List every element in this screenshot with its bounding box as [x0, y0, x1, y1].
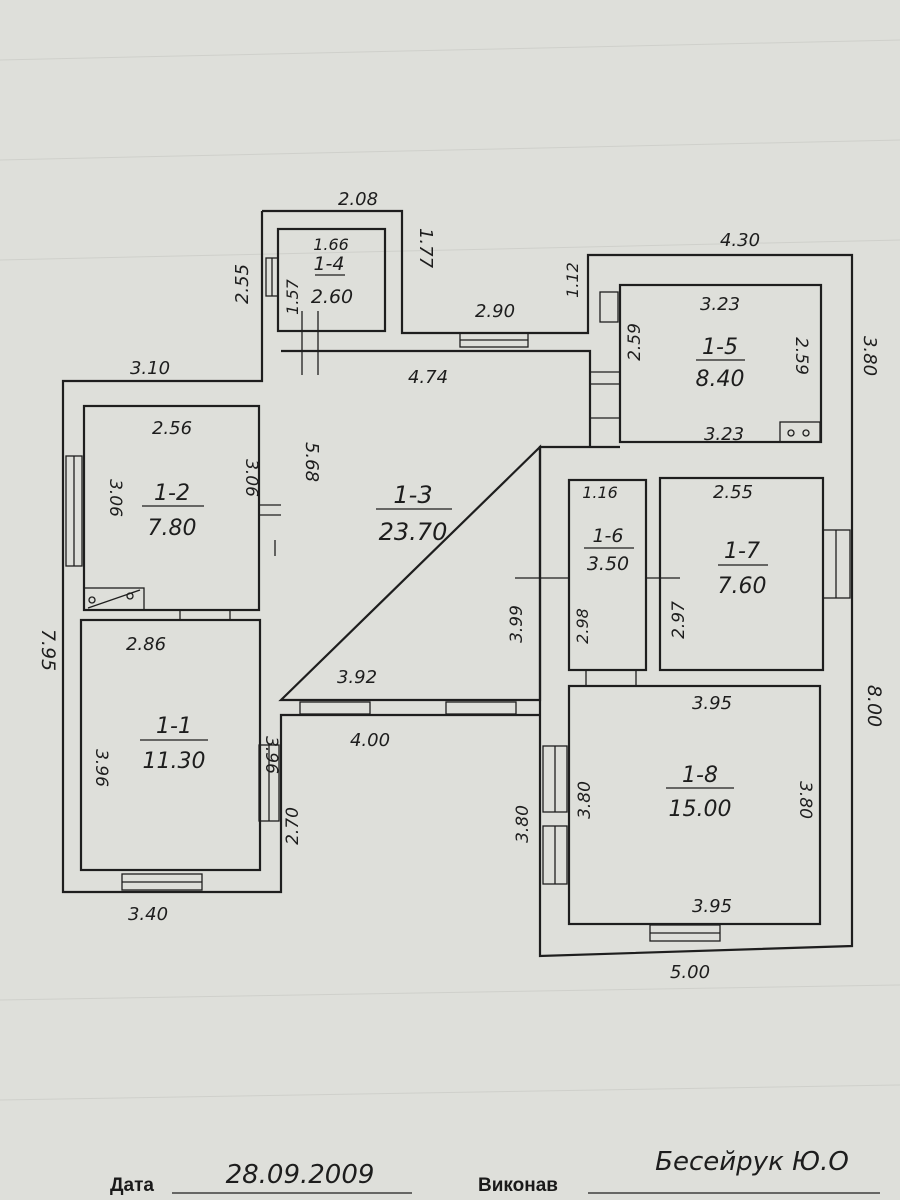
- window-corridor-a: [299, 701, 371, 715]
- dim-2-90: 2.90: [475, 301, 515, 322]
- dim-3-23-bottom: 3.23: [704, 424, 744, 445]
- date-label: Дата: [110, 1175, 154, 1196]
- dim-2-98: 2.98: [573, 608, 592, 644]
- room-1-3-outline: [278, 349, 592, 702]
- room-1-2-outline: [82, 404, 261, 612]
- dim-3-06-left: 3.06: [105, 479, 125, 517]
- room-1-6-id: 1-6: [592, 525, 623, 547]
- dim-1-16: 1.16: [582, 483, 618, 502]
- dim-2-55-left: 2.55: [232, 264, 253, 304]
- dim-2-97: 2.97: [669, 601, 689, 639]
- dim-3-06-right: 3.06: [241, 459, 261, 497]
- room-1-8-id: 1-8: [682, 763, 718, 788]
- dim-1-66: 1.66: [313, 235, 349, 254]
- outer-walls: [61, 209, 854, 958]
- room-1-8-area: 15.00: [669, 797, 732, 822]
- dim-4-30: 4.30: [720, 230, 760, 251]
- dim-2-59-left: 2.59: [625, 323, 645, 361]
- room-1-2-area: 7.80: [148, 516, 197, 541]
- date-value: 28.09.2009: [226, 1160, 375, 1190]
- dim-3-10: 3.10: [130, 358, 170, 379]
- windows: [65, 257, 851, 942]
- dim-3-80-outer: 3.80: [513, 805, 533, 843]
- room-1-5-id: 1-5: [702, 335, 738, 360]
- stove-icon: [779, 421, 821, 443]
- dim-3-92: 3.92: [337, 667, 377, 688]
- room-1-4-area: 2.60: [311, 286, 353, 308]
- room-1-3-id: 1-3: [393, 481, 432, 509]
- dim-7-95: 7.95: [37, 629, 59, 671]
- dim-1-12: 1.12: [563, 262, 582, 298]
- room-1-4-id: 1-4: [313, 253, 344, 275]
- dim-3-95-bottom: 3.95: [692, 896, 732, 917]
- dim-3-80-right: 3.80: [859, 336, 880, 376]
- executor-signature: Бесейрук Ю.О: [655, 1147, 849, 1177]
- room-1-5-outline: [618, 283, 823, 444]
- room-1-1-area: 11.30: [143, 749, 206, 774]
- ruled-lines: [0, 39, 900, 1101]
- room-labels: 1-4 2.60 1-5 8.40 1-3 23.70 1-2 7.80 1-6…: [140, 253, 768, 822]
- room-1-1-id: 1-1: [156, 714, 192, 739]
- dimension-labels: 2.08 2.55 1.66 1.57 1.77 4.30 1.12 2.90 …: [37, 189, 885, 983]
- dim-5-68: 5.68: [301, 442, 322, 482]
- dim-4-74: 4.74: [408, 367, 448, 388]
- door-marks: [179, 311, 680, 686]
- room-1-3-area: 23.70: [379, 518, 448, 546]
- dim-3-95-top: 3.95: [692, 693, 732, 714]
- dim-3-80-inner-right: 3.80: [795, 781, 815, 819]
- dim-8-00: 8.00: [863, 685, 885, 727]
- room-1-8-outline: [567, 684, 822, 926]
- dim-1-77: 1.77: [415, 228, 436, 269]
- dim-3-99: 3.99: [507, 605, 527, 643]
- dim-4-00: 4.00: [350, 730, 390, 751]
- footer: Дата 28.09.2009 Виконав Бесейрук Ю.О: [110, 1147, 880, 1196]
- dim-2-08: 2.08: [338, 189, 378, 210]
- window-corridor-b: [445, 701, 517, 715]
- dim-3-40: 3.40: [128, 904, 168, 925]
- window-1-5: [599, 291, 619, 323]
- room-1-5-area: 8.40: [696, 367, 745, 392]
- room-1-7-area: 7.60: [718, 574, 767, 599]
- dim-2-70: 2.70: [283, 807, 303, 845]
- dim-2-86: 2.86: [126, 634, 166, 655]
- room-1-7-id: 1-7: [724, 539, 760, 564]
- room-1-6-area: 3.50: [587, 553, 629, 575]
- dim-3-96-left: 3.96: [91, 749, 111, 787]
- dim-2-55-room17: 2.55: [713, 482, 753, 503]
- room-1-6-outline: [567, 478, 648, 672]
- heater-icon: [83, 587, 145, 611]
- dim-1-57: 1.57: [283, 278, 302, 314]
- dim-3-80-left: 3.80: [575, 781, 595, 819]
- dim-3-96-right: 3.96: [261, 736, 281, 774]
- room-1-2-id: 1-2: [154, 481, 190, 506]
- dim-5-00: 5.00: [670, 962, 710, 983]
- dim-2-59-right: 2.59: [791, 337, 811, 375]
- dim-3-23-top: 3.23: [700, 294, 740, 315]
- dim-2-56: 2.56: [152, 418, 192, 439]
- executor-label: Виконав: [478, 1175, 558, 1196]
